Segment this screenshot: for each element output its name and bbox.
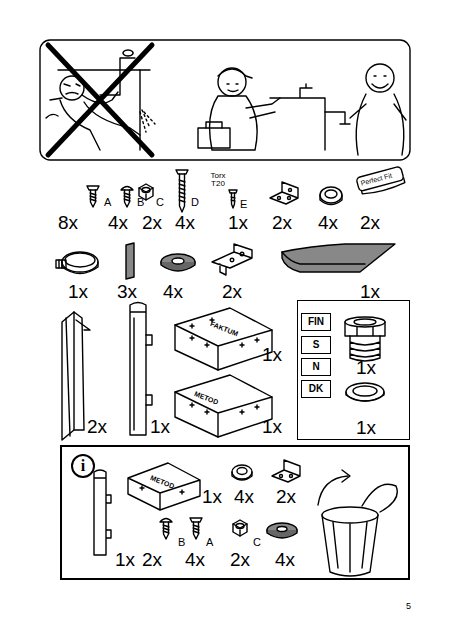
count: 3x <box>117 282 137 301</box>
count: 2x <box>230 550 250 569</box>
plumber-figure <box>198 68 280 150</box>
count: 4x <box>318 213 338 232</box>
scene-frame <box>40 40 410 160</box>
spare-bracket <box>272 460 300 482</box>
hose-clamp <box>56 252 98 274</box>
part-letter: B <box>137 197 144 208</box>
part-letter: A <box>104 197 111 208</box>
part-letter: E <box>240 199 247 210</box>
count: 2x <box>142 550 162 569</box>
sealing-ring <box>346 383 384 401</box>
info-symbol: i <box>71 454 95 478</box>
count: 1x <box>68 282 88 301</box>
screw-b <box>121 187 133 208</box>
count: B <box>178 537 185 548</box>
part-letter: D <box>191 197 199 208</box>
count: 4x <box>234 487 254 506</box>
waste-bin <box>318 470 397 576</box>
adhesive-tape <box>282 244 395 272</box>
count: 8x <box>58 213 78 232</box>
count: 2x <box>142 213 162 232</box>
count: 1x <box>262 417 282 436</box>
count: 4x <box>175 213 195 232</box>
screw-e <box>229 190 237 208</box>
country-box: 1x 1x FIN S N DK <box>297 300 410 440</box>
spare-cap <box>232 465 252 480</box>
part-letter: C <box>156 197 164 208</box>
count: 4x <box>108 213 128 232</box>
count: 1x <box>360 282 380 301</box>
page-number: 5 <box>406 602 411 611</box>
count: 1x <box>262 345 282 364</box>
count: A <box>206 537 213 548</box>
box-text: i <box>81 458 85 474</box>
pipe-adapter <box>345 317 385 361</box>
country-code: FIN <box>301 313 331 331</box>
sealing-strip <box>62 312 90 440</box>
template-print: FAKTUM <box>209 320 239 337</box>
count: C <box>253 537 261 548</box>
count: 1x <box>228 213 248 232</box>
mounting-bracket <box>212 244 252 275</box>
info-box: METOD1x4x2x1xB2xA4xC2x4xi <box>60 445 410 580</box>
count: 4x <box>185 550 205 569</box>
count: 1x <box>115 550 135 569</box>
spare-screw-b <box>160 519 172 540</box>
spare-nut-c <box>233 520 247 536</box>
count: 2x <box>276 487 296 506</box>
screw-d <box>176 170 188 212</box>
count: 2x <box>360 213 380 232</box>
spare-screw-a <box>190 518 202 539</box>
box-text: S <box>313 340 320 350</box>
count: 2x <box>272 213 292 232</box>
fixed-scene <box>270 64 406 155</box>
count: 1x <box>356 418 376 437</box>
country-code: S <box>301 336 331 354</box>
box-text: N <box>312 362 319 372</box>
suspension-rail <box>130 303 152 436</box>
wrong-scene <box>46 45 155 155</box>
tool-note: Torx T20 <box>208 172 228 188</box>
count: 4x <box>275 550 295 569</box>
spare-washer <box>267 523 297 538</box>
count: 1x <box>202 487 222 506</box>
box-text: DK <box>309 384 323 394</box>
spare-template <box>128 463 200 510</box>
drilling-template-metod <box>175 375 272 437</box>
screw-a <box>87 186 99 207</box>
filler-strip <box>126 243 134 279</box>
drilling-template-faktum <box>175 308 272 370</box>
spare-rail <box>94 470 111 555</box>
count: 2x <box>87 417 107 436</box>
count: 4x <box>163 282 183 301</box>
country-code: DK <box>301 380 331 398</box>
cover-cap <box>320 187 342 205</box>
count: 2x <box>222 282 242 301</box>
angle-bracket <box>270 182 298 204</box>
perfect-fit-pad <box>356 166 405 196</box>
washer <box>161 254 195 271</box>
count: 1x <box>356 358 376 377</box>
box-text: FIN <box>308 317 324 327</box>
count: METOD <box>149 474 175 490</box>
country-code: N <box>301 358 331 376</box>
count: 1x <box>150 417 170 436</box>
